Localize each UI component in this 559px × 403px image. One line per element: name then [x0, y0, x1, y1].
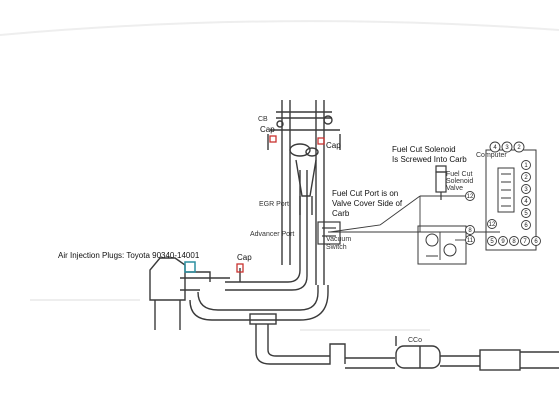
- terminal-bottom-12: 12: [489, 222, 496, 228]
- vacuum-switch-label-line2: Switch: [326, 244, 347, 251]
- terminal-right-2: 2: [524, 175, 528, 181]
- terminal-bottom-2: 9: [501, 239, 505, 245]
- terminal-wire-12: 12: [467, 194, 474, 200]
- computer-label: Computer: [476, 152, 507, 159]
- exhaust-pipe: [189, 285, 559, 371]
- carburetor: [317, 221, 341, 245]
- fuel-cut-valve-label-line1: Fuel Cut: [446, 171, 473, 178]
- terminal-right-3: 3: [524, 187, 528, 193]
- cap-top-right-label: Cap: [326, 141, 341, 150]
- cap-lower-marker: [236, 263, 244, 273]
- cb-label: CB: [258, 116, 268, 123]
- terminal-top-1: 4: [493, 145, 497, 151]
- terminal-bottom-4: 7: [523, 239, 527, 245]
- fuel-cut-valve-label-line2: Solenoid: [446, 178, 473, 185]
- fuel-cut-port-label-line2: Valve Cover Side of: [332, 199, 403, 208]
- distributor-stack: [267, 100, 341, 285]
- cap-top-left-marker: [269, 135, 277, 143]
- terminal-wire-11: 11: [467, 238, 474, 244]
- terminal-wire-8: 8: [468, 228, 472, 234]
- background-residue: [0, 20, 559, 331]
- advancer-port-label: Advancer Port: [250, 231, 294, 238]
- terminal-right-5: 5: [524, 211, 528, 217]
- vacuum-hoses: [180, 170, 308, 291]
- fuel-cut-solenoid-label-line2: Is Screwed Into Carb: [392, 155, 467, 164]
- terminal-top-2: 3: [505, 145, 509, 151]
- terminal-right-4: 4: [524, 199, 528, 205]
- terminal-right-1: 1: [524, 163, 528, 169]
- terminal-right-6: 6: [524, 223, 528, 229]
- fuel-cut-port-label-line1: Fuel Cut Port is on: [332, 189, 398, 198]
- cap-lower-label: Cap: [237, 253, 252, 262]
- engine-block: [149, 257, 211, 330]
- relay-box: [417, 225, 467, 265]
- air-injection-label: Air Injection Plugs: Toyota 90340-14001: [58, 251, 200, 260]
- cco-label: CCo: [408, 337, 422, 344]
- fuel-cut-port-label-line3: Carb: [332, 209, 350, 218]
- fuel-cut-valve-label-line3: Valve: [446, 185, 463, 192]
- vacuum-switch-label-line1: Vacuum: [326, 236, 351, 243]
- cap-top-left-label: Cap: [260, 125, 275, 134]
- terminal-circles: [465, 141, 541, 246]
- cap-top-right-marker: [317, 137, 325, 145]
- terminal-bottom-5: 6: [534, 239, 538, 245]
- fuel-cut-solenoid-label-line1: Fuel Cut Solenoid: [392, 145, 456, 154]
- terminal-bottom-1: 5: [490, 239, 494, 245]
- terminal-top-3: 2: [517, 145, 521, 151]
- egr-port-label: EGR Port: [259, 201, 289, 208]
- terminal-bottom-3: 8: [512, 239, 516, 245]
- terminal-numbers: 4 3 2 1 2 3 4 5 6 5 9 8 7 6 12 8 11 12: [467, 145, 539, 245]
- fuel-cut-solenoid: [435, 165, 447, 200]
- air-injection-plug-marker: [184, 261, 196, 273]
